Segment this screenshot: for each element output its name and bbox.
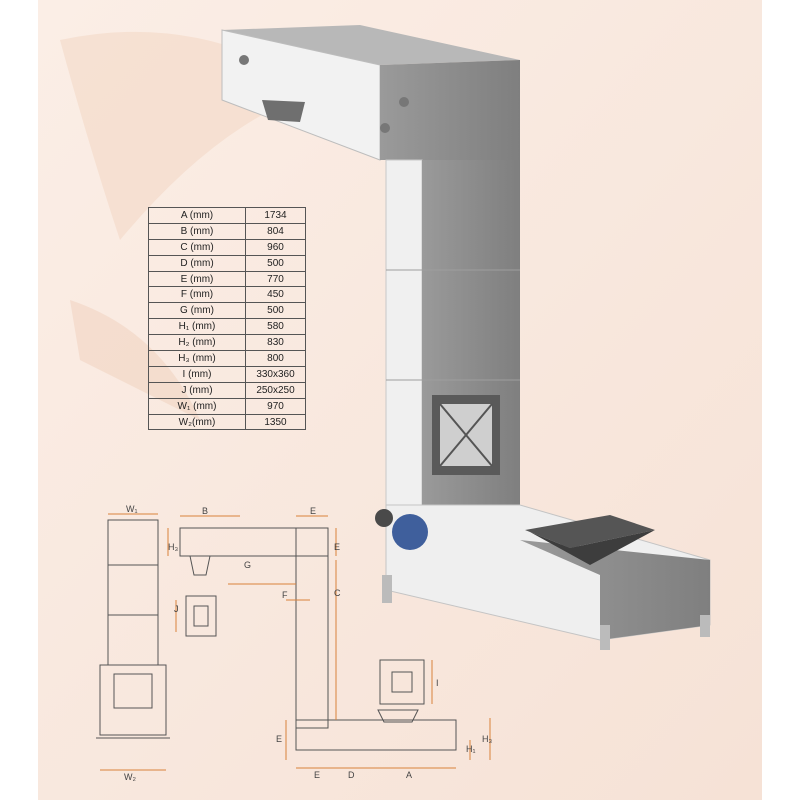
spec-value: 250x250 (245, 381, 306, 399)
spec-label: H₃ (mm) (148, 350, 246, 367)
spec-value: 1350 (245, 413, 306, 431)
motor-shaft (375, 509, 393, 527)
spec-value: 960 (245, 238, 306, 256)
table-row: G (mm)500 (148, 302, 306, 320)
column-front (385, 159, 423, 506)
dim-i: I (436, 678, 439, 688)
spec-value: 830 (245, 334, 306, 352)
dimension-lines (100, 513, 491, 771)
dim-e-bottom: E (314, 770, 320, 780)
bolt (239, 55, 249, 65)
dim-w1: W₁ (126, 504, 138, 514)
dim-e-top: E (310, 506, 316, 516)
spec-label: D (mm) (148, 254, 246, 272)
discharge-spout (262, 100, 305, 122)
spec-label: C (mm) (148, 238, 246, 256)
table-row: W₁ (mm)970 (148, 397, 306, 415)
spec-label: A (mm) (148, 207, 246, 224)
bucket-elevator-illustration (221, 25, 711, 650)
spec-label: I (mm) (148, 365, 246, 383)
spec-value: 800 (245, 350, 306, 367)
spec-label: F (mm) (148, 286, 246, 304)
spec-value: 1734 (245, 207, 306, 224)
dim-a: A (406, 770, 412, 780)
spec-label: G (mm) (148, 302, 246, 320)
front-view-column (295, 527, 329, 729)
spec-label: H₁ (mm) (148, 318, 246, 336)
dim-g: G (244, 560, 251, 570)
spec-value: 500 (245, 302, 306, 320)
table-row: J (mm)250x250 (148, 381, 306, 399)
table-row: H₃ (mm)800 (148, 350, 306, 367)
side-view-window (113, 673, 153, 709)
dim-c: C (334, 588, 341, 598)
spec-label: W₂(mm) (148, 413, 246, 431)
table-row: H₁ (mm)580 (148, 318, 306, 336)
dim-w2: W₂ (124, 772, 136, 782)
spec-label: H₂ (mm) (148, 334, 246, 352)
dim-j: J (174, 604, 179, 614)
motor-icon (392, 514, 428, 550)
technical-drawings (96, 519, 457, 751)
spec-value: 330x360 (245, 365, 306, 383)
dim-e-bottom-left: E (276, 734, 282, 744)
table-row: C (mm)960 (148, 238, 306, 256)
table-row: B (mm)804 (148, 222, 306, 240)
dimension-letters: W₁ W₂ B E H₃ E G C F J I E E D A H₁ H₃ (124, 504, 492, 782)
feed-hopper-top (525, 515, 655, 548)
front-view-boot (295, 719, 457, 751)
spec-value: 970 (245, 397, 306, 415)
dim-f: F (282, 590, 288, 600)
detail-j (185, 595, 217, 637)
dim-d: D (348, 770, 355, 780)
spec-label: E (mm) (148, 270, 246, 288)
table-row: W₂(mm)1350 (148, 413, 306, 431)
table-row: D (mm)500 (148, 254, 306, 272)
front-view-inlet (377, 709, 419, 723)
bolt (399, 97, 409, 107)
dim-e-right: E (334, 542, 340, 552)
support-leg (700, 615, 710, 637)
spec-label: B (mm) (148, 222, 246, 240)
front-view-spout (189, 555, 211, 576)
boot-side (520, 540, 710, 640)
table-row: F (mm)450 (148, 286, 306, 304)
side-view-boot (99, 664, 167, 736)
spec-value: 580 (245, 318, 306, 336)
dim-h3-top: H₃ (168, 542, 178, 552)
dim-h1: H₁ (466, 744, 476, 754)
spec-label: W₁ (mm) (148, 397, 246, 415)
table-row: H₂ (mm)830 (148, 334, 306, 352)
head-top (222, 25, 520, 65)
spec-value: 770 (245, 270, 306, 288)
support-leg (382, 575, 392, 603)
dim-b: B (202, 506, 208, 516)
window-brace (439, 403, 493, 467)
table-row: A (mm)1734 (148, 207, 306, 224)
detail-i (379, 659, 425, 705)
table-row: I (mm)330x360 (148, 365, 306, 383)
feed-hopper-body (530, 530, 655, 565)
bolt (380, 123, 390, 133)
spec-label: J (mm) (148, 381, 246, 399)
spec-value: 804 (245, 222, 306, 240)
head-side (380, 60, 520, 160)
spec-value: 500 (245, 254, 306, 272)
dim-h3-bottom: H₃ (482, 734, 492, 744)
spec-value: 450 (245, 286, 306, 304)
table-row: E (mm)770 (148, 270, 306, 288)
support-leg (600, 625, 610, 650)
